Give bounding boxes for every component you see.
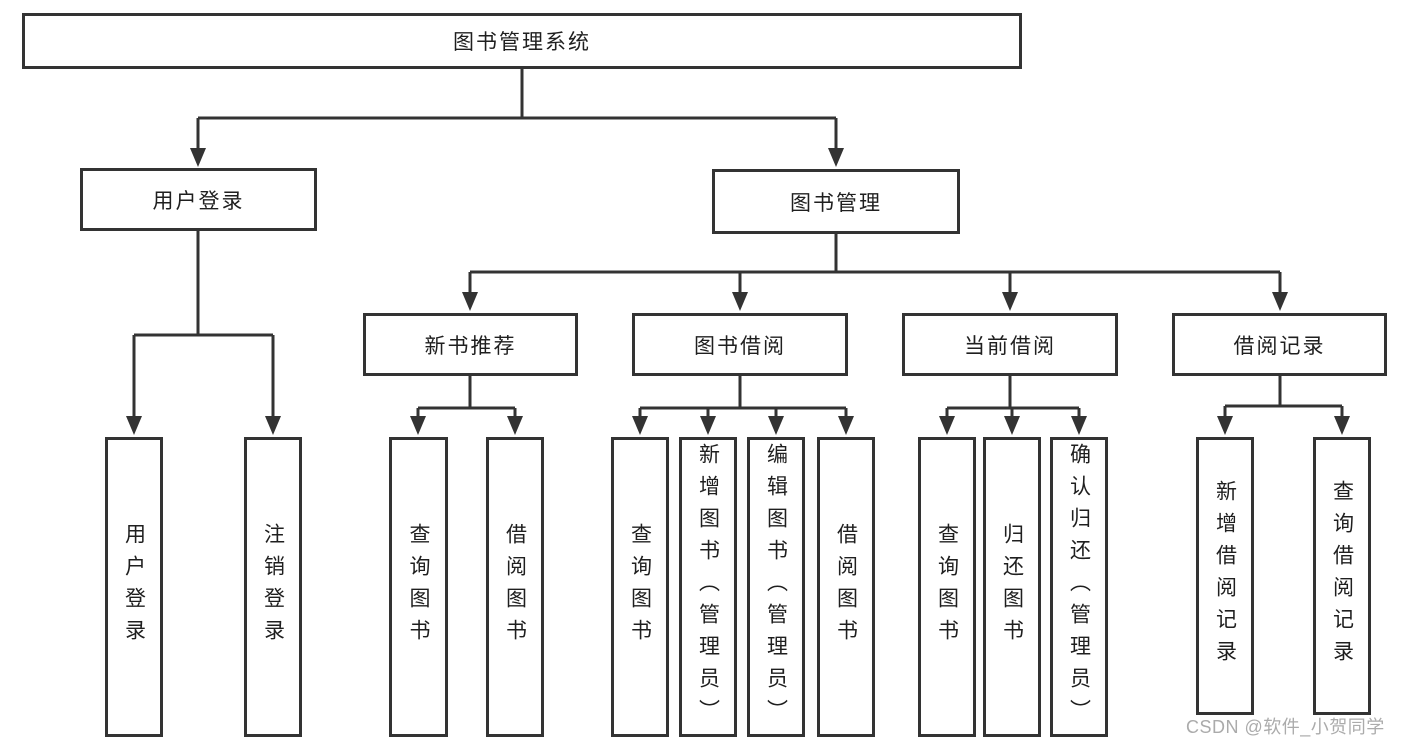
node-leaf-query-books-borrowing-label: 查询图书 xyxy=(628,523,652,651)
arrowhead-icon xyxy=(410,416,426,435)
arrowhead-icon xyxy=(768,416,784,435)
node-leaf-query-books-recommend: 查询图书 xyxy=(389,437,448,737)
node-new-book-recommend: 新书推荐 xyxy=(363,313,578,376)
node-root-label: 图书管理系统 xyxy=(453,31,591,54)
arrowhead-icon xyxy=(1002,292,1018,311)
node-borrowing-records-label: 借阅记录 xyxy=(1233,334,1326,358)
node-leaf-logout-label: 注销登录 xyxy=(261,523,285,651)
connector-book-borrowing xyxy=(638,376,848,420)
node-leaf-user-login-label: 用户登录 xyxy=(122,523,146,651)
arrowhead-icon xyxy=(632,416,648,435)
connector-book-management xyxy=(468,234,1282,294)
node-root-library-system: 图书管理系统 xyxy=(22,13,1022,69)
arrowhead-icon xyxy=(1071,416,1087,435)
arrowhead-icon xyxy=(828,148,844,167)
arrowhead-icon xyxy=(190,148,206,167)
node-leaf-logout: 注销登录 xyxy=(244,437,302,737)
node-leaf-edit-books-admin-label: 编辑图书（管理员） xyxy=(764,443,788,731)
arrowhead-icon xyxy=(732,292,748,311)
node-leaf-return-books: 归还图书 xyxy=(983,437,1041,737)
arrowhead-icon xyxy=(1272,292,1288,311)
arrowhead-icon xyxy=(462,292,478,311)
node-leaf-add-books-admin-label: 新增图书（管理员） xyxy=(696,443,720,731)
connector-borrowing-records xyxy=(1223,376,1344,420)
node-leaf-borrow-books-label: 借阅图书 xyxy=(834,523,858,651)
node-leaf-borrow-books-recommend: 借阅图书 xyxy=(486,437,544,737)
node-book-management: 图书管理 xyxy=(712,169,960,234)
node-leaf-borrow-books: 借阅图书 xyxy=(817,437,875,737)
node-leaf-query-borrow-record: 查询借阅记录 xyxy=(1313,437,1371,715)
csdn-watermark: CSDN @软件_小贺同学 xyxy=(1186,717,1385,737)
node-leaf-confirm-return-admin-label: 确认归还（管理员） xyxy=(1067,443,1091,731)
connector-root xyxy=(196,69,838,150)
node-leaf-borrow-books-recommend-label: 借阅图书 xyxy=(503,523,527,651)
node-book-borrowing-label: 图书借阅 xyxy=(694,334,786,358)
node-new-book-recommend-label: 新书推荐 xyxy=(424,334,517,358)
node-leaf-user-login: 用户登录 xyxy=(105,437,163,737)
node-leaf-query-borrow-record-label: 查询借阅记录 xyxy=(1330,480,1354,672)
node-leaf-confirm-return-admin: 确认归还（管理员） xyxy=(1050,437,1108,737)
node-current-borrowing: 当前借阅 xyxy=(902,313,1118,376)
node-leaf-add-borrow-record: 新增借阅记录 xyxy=(1196,437,1254,715)
arrowhead-icon xyxy=(939,416,955,435)
connector-new-book-recommend xyxy=(416,376,517,420)
node-leaf-edit-books-admin: 编辑图书（管理员） xyxy=(747,437,805,737)
node-leaf-query-books-borrowing: 查询图书 xyxy=(611,437,669,737)
node-book-management-label: 图书管理 xyxy=(790,191,882,215)
node-current-borrowing-label: 当前借阅 xyxy=(964,334,1056,358)
connector-current-borrowing xyxy=(945,376,1081,420)
node-leaf-query-books-recommend-label: 查询图书 xyxy=(407,523,430,651)
node-user-login-label: 用户登录 xyxy=(152,189,245,213)
node-book-borrowing: 图书借阅 xyxy=(632,313,848,376)
node-user-login: 用户登录 xyxy=(80,168,317,231)
arrowhead-icon xyxy=(265,416,281,435)
node-leaf-query-books-current-label: 查询图书 xyxy=(935,523,959,651)
node-leaf-add-borrow-record-label: 新增借阅记录 xyxy=(1213,480,1237,672)
arrowhead-icon xyxy=(1217,416,1233,435)
arrowhead-icon xyxy=(126,416,142,435)
node-leaf-add-books-admin: 新增图书（管理员） xyxy=(679,437,737,737)
arrowhead-icon xyxy=(838,416,854,435)
node-leaf-return-books-label: 归还图书 xyxy=(1000,523,1024,651)
arrowhead-icon xyxy=(1004,416,1020,435)
arrowhead-icon xyxy=(700,416,716,435)
arrowhead-icon xyxy=(507,416,523,435)
node-leaf-query-books-current: 查询图书 xyxy=(918,437,976,737)
connector-user-login xyxy=(132,231,275,418)
node-borrowing-records: 借阅记录 xyxy=(1172,313,1387,376)
arrowhead-icon xyxy=(1334,416,1350,435)
